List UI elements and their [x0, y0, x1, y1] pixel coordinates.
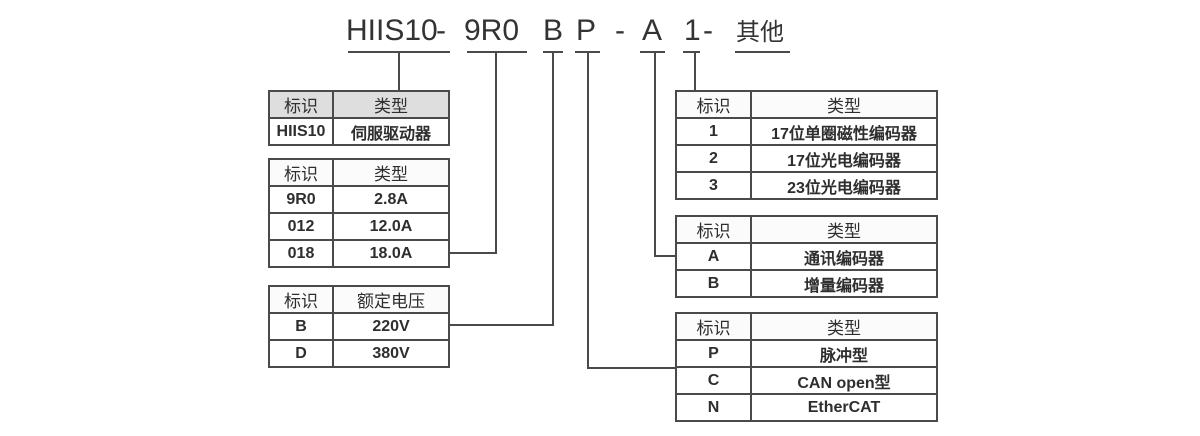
cell-type: 17位单圈磁性编码器	[750, 117, 938, 146]
cell-type: 伺服驱动器	[332, 117, 450, 146]
connector-voltage-horizontal	[448, 324, 554, 326]
connector-voltage-vertical	[552, 52, 554, 326]
cell-code: D	[268, 339, 334, 368]
table-row: HIIS10 伺服驱动器	[268, 117, 450, 146]
table-encoder-class: 标识 类型 A 通讯编码器 B 增量编码器	[675, 215, 938, 298]
column-header-code: 标识	[675, 90, 752, 119]
table-header-row: 标识 额定电压	[268, 285, 450, 314]
table-header-row: 标识 类型	[675, 90, 938, 119]
table-row: 1 17位单圈磁性编码器	[675, 117, 938, 146]
cell-code: P	[675, 339, 752, 368]
model-code-part-other: 其他	[736, 19, 784, 46]
table-row: 018 18.0A	[268, 239, 450, 268]
table-row: 2 17位光电编码器	[675, 144, 938, 173]
cell-code: 2	[675, 144, 752, 173]
cell-code: B	[675, 269, 752, 298]
cell-code: 9R0	[268, 185, 334, 214]
cell-type: EtherCAT	[750, 393, 938, 422]
cell-type: 17位光电编码器	[750, 144, 938, 173]
model-code-part-current: 9R0	[464, 14, 520, 47]
connector-encoder-class-vertical	[654, 52, 656, 257]
column-header-type: 类型	[750, 312, 938, 341]
table-row: N EtherCAT	[675, 393, 938, 422]
model-code-part-series: HIIS10	[346, 14, 438, 47]
column-header-code: 标识	[675, 312, 752, 341]
cell-type: 380V	[332, 339, 450, 368]
table-row: A 通讯编码器	[675, 242, 938, 271]
table-row: C CAN open型	[675, 366, 938, 395]
column-header-type: 类型	[750, 90, 938, 119]
cell-type: 增量编码器	[750, 269, 938, 298]
connector-encoder-class-horizontal	[654, 255, 675, 257]
cell-code: 1	[675, 117, 752, 146]
table-control-mode: 标识 类型 P 脉冲型 C CAN open型 N EtherCAT	[675, 312, 938, 422]
column-header-type: 类型	[750, 215, 938, 244]
column-header-code: 标识	[268, 158, 334, 187]
table-row: D 380V	[268, 339, 450, 368]
column-header-voltage: 额定电压	[332, 285, 450, 314]
cell-type: 220V	[332, 312, 450, 341]
column-header-type: 类型	[332, 90, 450, 119]
connector-current-vertical	[495, 52, 497, 254]
cell-type: 18.0A	[332, 239, 450, 268]
connector-encoder-vertical	[694, 52, 696, 91]
table-series: 标识 类型 HIIS10 伺服驱动器	[268, 90, 450, 146]
table-row: P 脉冲型	[675, 339, 938, 368]
cell-code: C	[675, 366, 752, 395]
cell-code: 018	[268, 239, 334, 268]
table-row: 012 12.0A	[268, 212, 450, 241]
model-code-part-encoder: 1	[684, 14, 701, 47]
connector-current-horizontal	[448, 252, 497, 254]
table-encoder: 标识 类型 1 17位单圈磁性编码器 2 17位光电编码器 3 23位光电编码器	[675, 90, 938, 200]
table-row: B 220V	[268, 312, 450, 341]
connector-control-vertical	[587, 52, 589, 369]
table-header-row: 标识 类型	[675, 215, 938, 244]
model-code-separator: -	[615, 14, 625, 47]
cell-code: B	[268, 312, 334, 341]
underline-encoder	[683, 51, 700, 53]
cell-type: 12.0A	[332, 212, 450, 241]
cell-code: N	[675, 393, 752, 422]
connector-control-horizontal	[587, 367, 675, 369]
underline-current	[467, 51, 527, 53]
cell-type: 2.8A	[332, 185, 450, 214]
underline-encoder-class	[640, 51, 665, 53]
column-header-code: 标识	[268, 90, 334, 119]
table-row: B 增量编码器	[675, 269, 938, 298]
table-row: 3 23位光电编码器	[675, 171, 938, 200]
column-header-type: 类型	[332, 158, 450, 187]
table-row: 9R0 2.8A	[268, 185, 450, 214]
cell-code: 012	[268, 212, 334, 241]
underline-other	[735, 51, 790, 53]
model-code-part-voltage: B	[543, 14, 564, 47]
model-code-part-control: P	[576, 14, 597, 47]
model-code-part-encoder-class: A	[642, 14, 663, 47]
table-rated-voltage: 标识 额定电压 B 220V D 380V	[268, 285, 450, 368]
cell-code: A	[675, 242, 752, 271]
table-rated-current: 标识 类型 9R0 2.8A 012 12.0A 018 18.0A	[268, 158, 450, 268]
cell-type: 通讯编码器	[750, 242, 938, 271]
cell-type: 脉冲型	[750, 339, 938, 368]
model-code-separator: -	[703, 14, 713, 47]
table-header-row: 标识 类型	[268, 90, 450, 119]
cell-code: HIIS10	[268, 117, 334, 146]
column-header-code: 标识	[675, 215, 752, 244]
connector-series-vertical	[398, 52, 400, 90]
cell-type: 23位光电编码器	[750, 171, 938, 200]
model-code-separator: -	[436, 14, 446, 47]
column-header-code: 标识	[268, 285, 334, 314]
cell-type: CAN open型	[750, 366, 938, 395]
table-header-row: 标识 类型	[268, 158, 450, 187]
cell-code: 3	[675, 171, 752, 200]
table-header-row: 标识 类型	[675, 312, 938, 341]
